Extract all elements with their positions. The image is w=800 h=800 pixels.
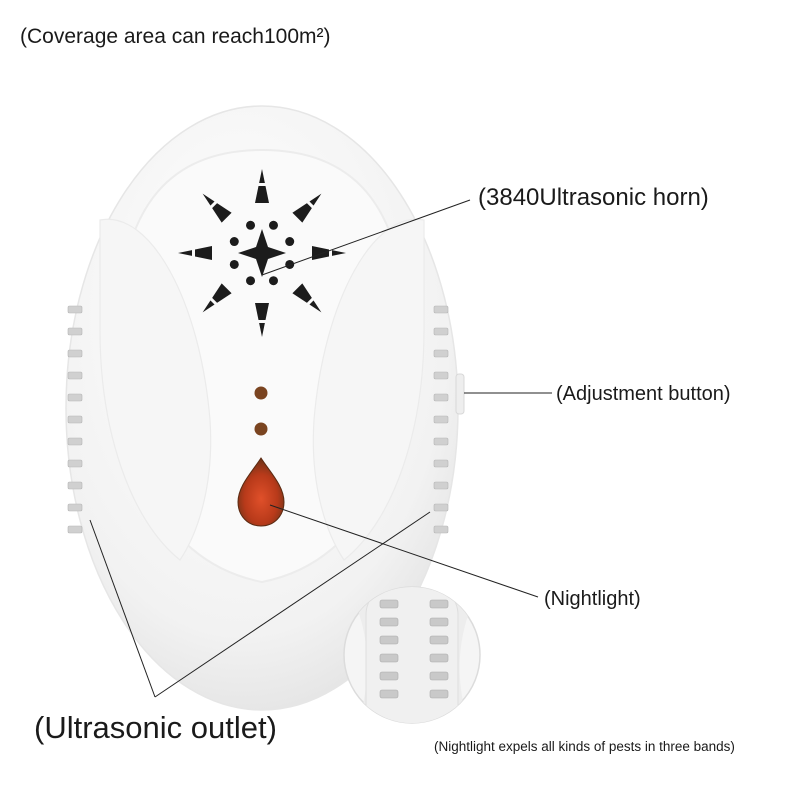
horn-ray-gap	[206, 197, 221, 212]
horn-ray-gap	[206, 294, 221, 309]
horn-dot	[246, 276, 256, 286]
vent-slot	[67, 525, 83, 534]
indicator-dot-1	[254, 386, 268, 400]
vent-slot	[67, 459, 83, 468]
horn-ray-gap	[254, 183, 270, 186]
center-star	[238, 229, 286, 277]
ultrasonic-outlet-label: (Ultrasonic outlet)	[34, 710, 277, 745]
horn-ray-gap	[303, 197, 318, 212]
vent-slot-zoom	[379, 635, 399, 645]
nightlight-label: (Nightlight)	[544, 588, 641, 610]
vent-slot-zoom	[429, 653, 449, 663]
vent-slot-zoom	[429, 689, 449, 699]
vent-slot	[67, 349, 83, 358]
vent-slot	[433, 327, 449, 336]
vent-slot-zoom	[429, 617, 449, 627]
vent-slot-zoom	[379, 671, 399, 681]
horn-ray	[292, 193, 322, 223]
horn-dot	[229, 237, 239, 247]
vent-slot-zoom	[429, 635, 449, 645]
left-wing	[99, 218, 212, 561]
right-wing	[312, 218, 425, 561]
horn-dot	[268, 220, 278, 230]
horn-ray-gap	[329, 245, 332, 261]
right-vents	[433, 305, 449, 534]
bands-note: (Nightlight expels all kinds of pests in…	[434, 739, 735, 754]
adjustment-button[interactable]	[455, 373, 465, 415]
nightlight-lens	[237, 457, 285, 527]
horn-ray	[202, 283, 232, 313]
vent-slot	[67, 305, 83, 314]
vent-slot-zoom	[379, 689, 399, 699]
vent-slot	[433, 459, 449, 468]
horn-ray-gap	[303, 294, 318, 309]
vent-zoom-inset	[343, 586, 481, 724]
ultrasonic-horn-pattern	[178, 169, 346, 337]
vent-slot-zoom	[429, 671, 449, 681]
vent-slot	[433, 525, 449, 534]
horn-ray	[292, 283, 322, 313]
vent-slot-zoom	[379, 653, 399, 663]
vent-slot-zoom	[379, 617, 399, 627]
horn-dot	[285, 237, 295, 247]
horn-dot	[246, 220, 256, 230]
vent-slot	[67, 437, 83, 446]
vent-slot	[67, 371, 83, 380]
vent-slot	[67, 481, 83, 490]
vent-slot	[433, 305, 449, 314]
vent-slot	[67, 327, 83, 336]
left-vents	[67, 305, 83, 534]
vent-slot-zoom	[379, 599, 399, 609]
vent-slot	[433, 371, 449, 380]
vent-slot	[433, 437, 449, 446]
horn-ray	[202, 193, 232, 223]
vent-slot	[67, 503, 83, 512]
adjustment-button-label: (Adjustment button)	[556, 383, 731, 405]
vent-slot	[433, 349, 449, 358]
horn-dot	[268, 276, 278, 286]
vent-slot-zoom	[429, 599, 449, 609]
vent-slot	[67, 415, 83, 424]
vent-slot	[67, 393, 83, 402]
horn-label: (3840Ultrasonic horn)	[478, 184, 709, 211]
horn-ray-gap	[254, 320, 270, 323]
horn-dot	[229, 259, 239, 269]
leader-lines	[89, 199, 552, 698]
vent-slot	[433, 503, 449, 512]
vent-slot	[433, 415, 449, 424]
horn-ray-gap	[192, 245, 195, 261]
vent-slot	[433, 393, 449, 402]
coverage-label: (Coverage area can reach100m²)	[20, 25, 331, 48]
vent-slot	[433, 481, 449, 490]
indicator-dot-2	[254, 422, 268, 436]
